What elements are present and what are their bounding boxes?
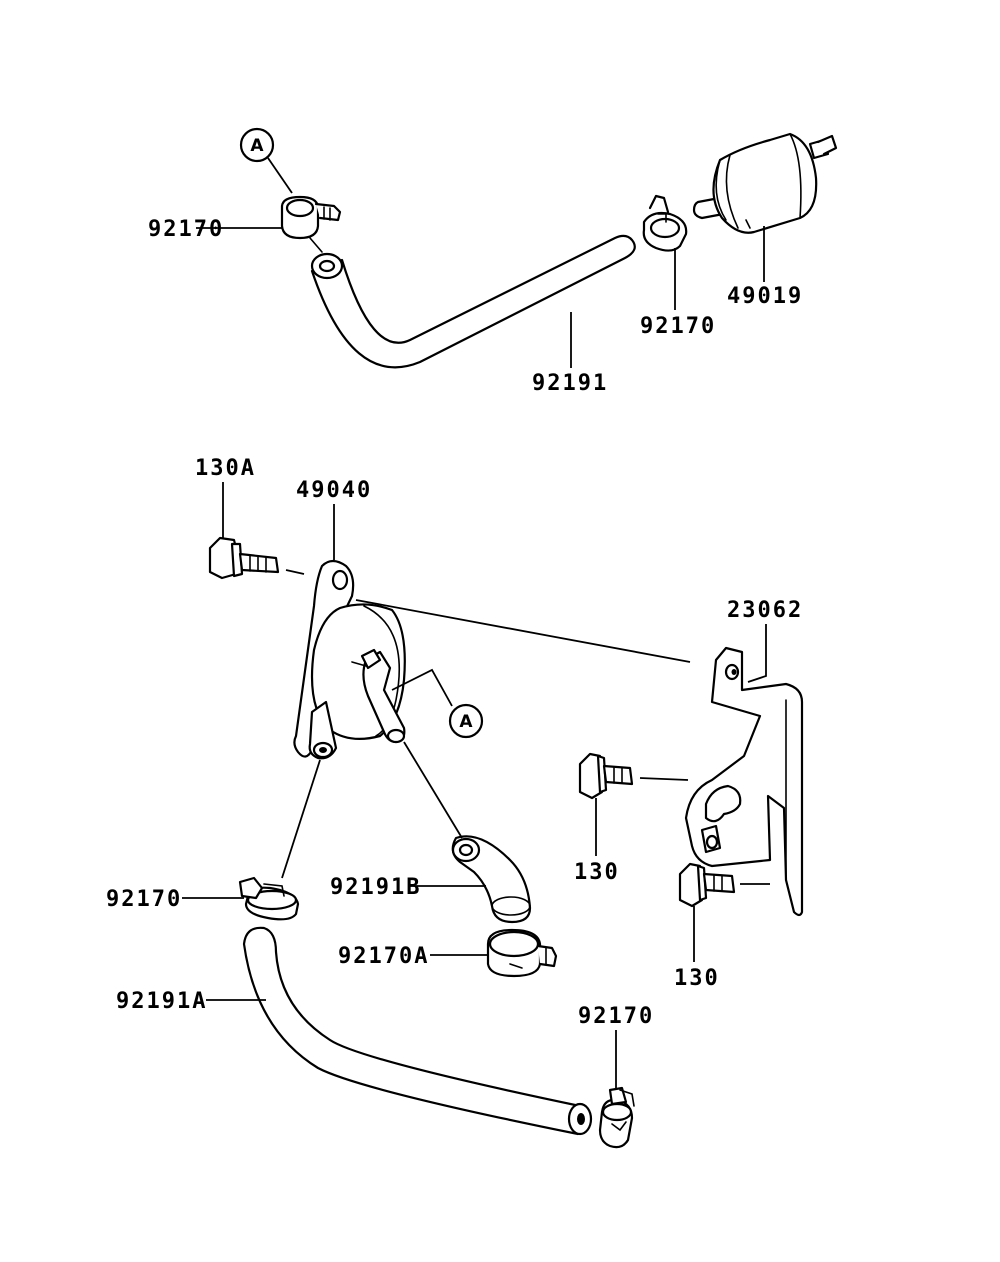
label-130-lower: 130 (674, 966, 720, 991)
fuel-pump-49040 (293, 559, 406, 760)
label-92191a: 92191A (116, 989, 207, 1014)
hose-clamp-top-left (280, 195, 342, 240)
callout-a-top: A (239, 127, 293, 194)
fuel-hose-92191b (451, 835, 532, 924)
fuel-hose-92191 (310, 234, 636, 369)
callout-a-pump: A (391, 668, 484, 739)
bracket-23062 (684, 646, 804, 917)
fuel-hose-92191a (242, 926, 593, 1136)
label-92191: 92191 (532, 371, 608, 396)
bolt-130a (208, 536, 280, 580)
label-92170-top-right: 92170 (640, 314, 716, 339)
svg-text:A: A (250, 136, 264, 156)
fuel-filter-49019 (692, 132, 838, 234)
label-92170-lower-left: 92170 (106, 887, 182, 912)
hose-clamp-lower-left (238, 876, 300, 921)
label-49040: 49040 (296, 478, 372, 503)
label-92170a: 92170A (338, 944, 429, 969)
label-130a: 130A (195, 456, 256, 481)
leader-23062 (747, 624, 767, 683)
label-23062: 23062 (727, 598, 803, 623)
hose-clamp-92170a (486, 928, 558, 978)
bolt-130-upper (578, 752, 634, 800)
hose-clamp-bottom-right (598, 1086, 635, 1149)
label-130-upper: 130 (574, 860, 620, 885)
hose-clamp-top-right (642, 194, 688, 252)
label-92170-bottom-right: 92170 (578, 1004, 654, 1029)
label-92170-top-left: 92170 (148, 217, 224, 242)
label-49019: 49019 (727, 284, 803, 309)
svg-text:A: A (459, 712, 473, 732)
label-92191b: 92191B (330, 875, 421, 900)
bolt-130-lower (678, 862, 736, 908)
